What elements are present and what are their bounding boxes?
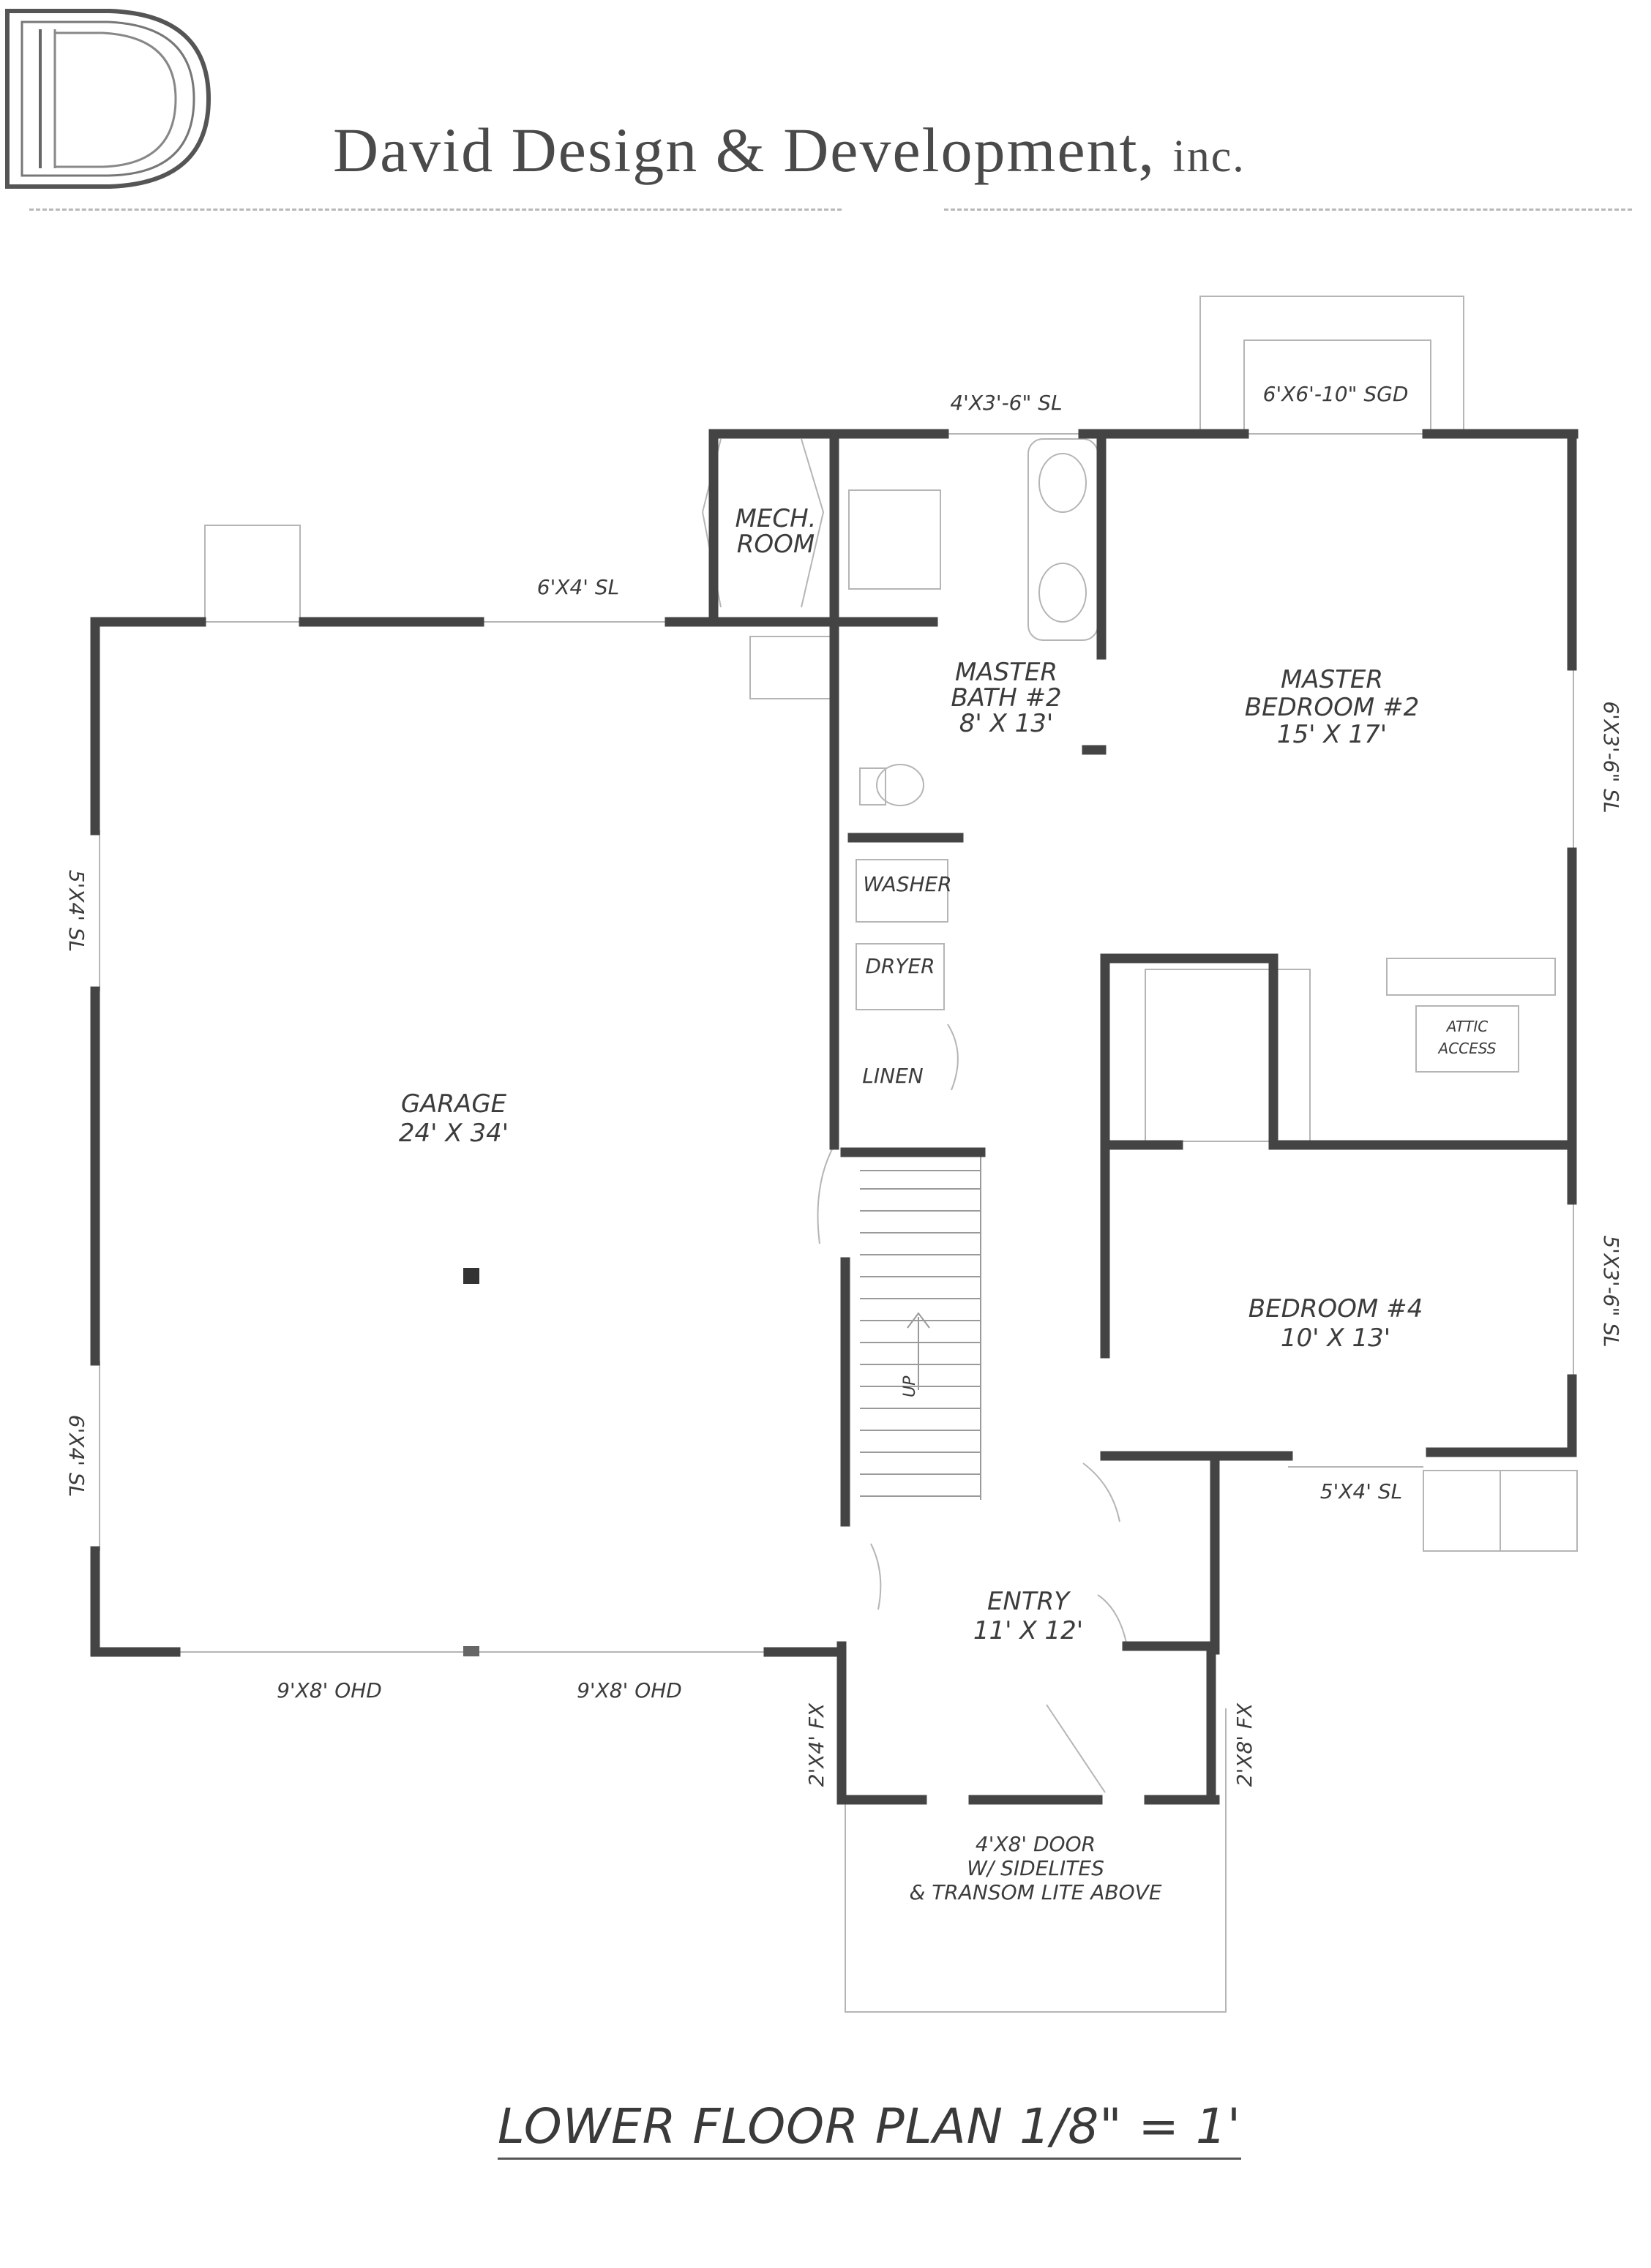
header-divider-left — [29, 209, 842, 211]
window-label-top-bath: 4'X3'-6" SL — [950, 391, 1062, 415]
window-label-bedroom-bottom: 5'X4' SL — [1320, 1479, 1402, 1503]
window-label-entry-right: 2'X8' FX — [1232, 1702, 1257, 1787]
bedroom4-label: BEDROOM #4 — [1248, 1294, 1423, 1323]
entry-label: ENTRY — [987, 1587, 1071, 1616]
bedroom4-dims: 10' X 13' — [1281, 1323, 1390, 1353]
window-label-garage-top: 6'X4' SL — [537, 575, 619, 599]
company-logo — [5, 9, 211, 189]
master-bath-label-1: MASTER — [955, 658, 1057, 687]
front-door-label-1: 4'X8' DOOR — [976, 1832, 1096, 1856]
linen-label: LINEN — [862, 1064, 923, 1088]
stair-up-label: UP — [901, 1375, 919, 1397]
garage-door-label-left: 9'X8' OHD — [277, 1678, 382, 1702]
header-divider-right — [944, 209, 1632, 211]
front-door-label-3: & TRANSOM LITE ABOVE — [909, 1880, 1161, 1904]
window-label-bedroom-right: 5'X3'-6" SL — [1599, 1235, 1623, 1347]
attic-access-label-2: ACCESS — [1437, 1040, 1497, 1057]
dryer-label: DRYER — [865, 954, 935, 978]
header: David Design & Development, inc. — [0, 0, 1651, 219]
master-bedroom-label-2: BEDROOM #2 — [1245, 693, 1419, 722]
company-suffix: inc. — [1172, 132, 1246, 181]
company-name-text: David Design & Development, — [333, 115, 1156, 185]
garage-dims: 24' X 34' — [399, 1119, 509, 1148]
window-label-entry-left: 2'X4' FX — [804, 1702, 828, 1787]
entry-dims: 11' X 12' — [973, 1616, 1083, 1645]
washer-label: WASHER — [863, 872, 951, 896]
master-bedroom-label-1: MASTER — [1281, 665, 1383, 694]
master-bedroom-dims: 15' X 17' — [1277, 720, 1387, 749]
master-bath-dims: 8' X 13' — [959, 709, 1054, 738]
window-label-garage-left-lower: 6'X4' SL — [64, 1415, 89, 1497]
window-label-garage-left-upper: 5'X4' SL — [64, 870, 89, 952]
company-name: David Design & Development, inc. — [333, 113, 1246, 187]
front-door-label-2: W/ SIDELITES — [967, 1856, 1104, 1880]
attic-access-label-1: ATTIC — [1445, 1018, 1489, 1035]
mech-room-label-1: MECH. — [735, 504, 817, 533]
garage-label: GARAGE — [401, 1089, 507, 1119]
mech-room-label-2: ROOM — [737, 530, 815, 559]
garage-door-label-right: 9'X8' OHD — [577, 1678, 682, 1702]
window-label-master-right: 6'X3'-6" SL — [1599, 701, 1623, 813]
plan-title: LOWER FLOOR PLAN 1/8" = 1' — [498, 2098, 1241, 2160]
window-label-sgd: 6'X6'-10" SGD — [1263, 382, 1409, 406]
master-bath-label-2: BATH #2 — [951, 683, 1061, 713]
